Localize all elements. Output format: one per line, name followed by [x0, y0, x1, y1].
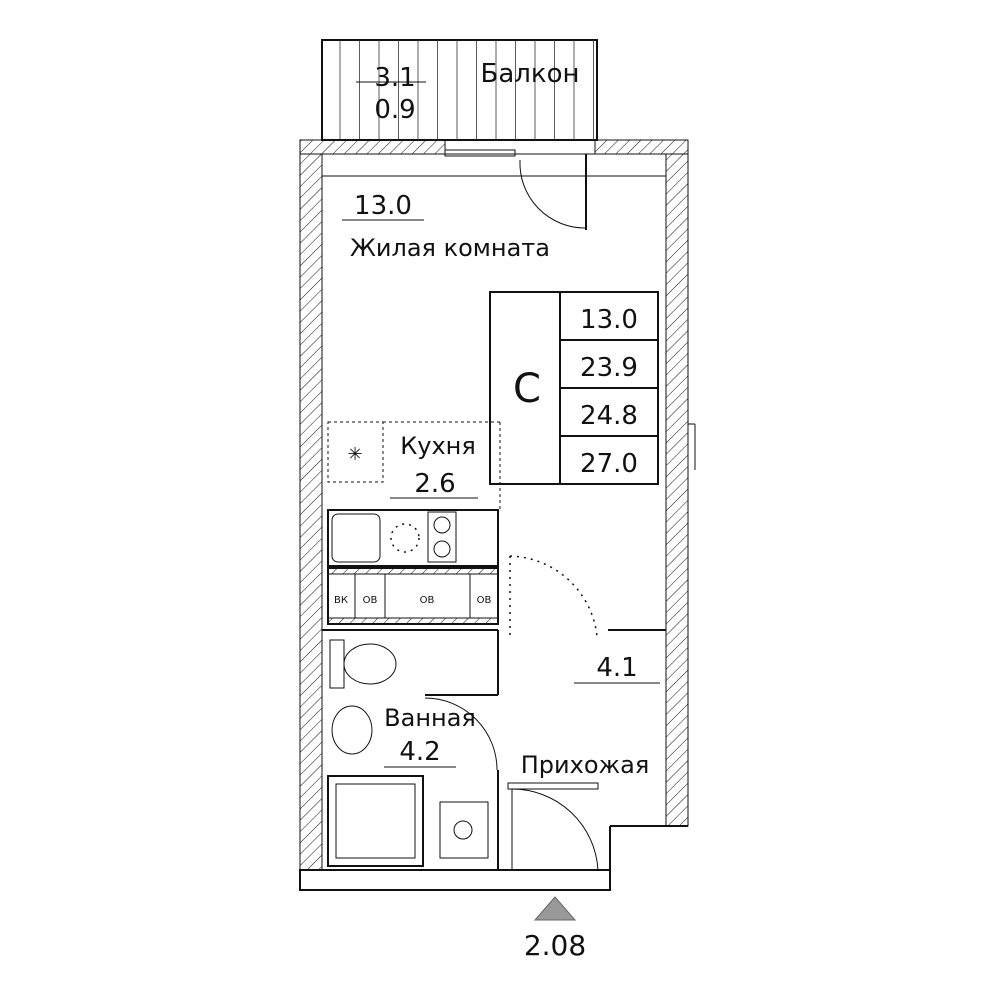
total-area-value: 23.9	[580, 353, 638, 383]
balcony-area-reduced: 0.9	[374, 95, 415, 125]
kitchen-label: Кухня	[400, 432, 476, 460]
kitchen-area-value: 2.6	[414, 469, 455, 499]
shower-icon	[327, 775, 424, 867]
bathroom-area-value: 4.2	[399, 737, 440, 767]
balcony-label: Балкон	[481, 59, 580, 89]
bathroom-label: Ванная	[384, 704, 476, 732]
ceiling-height-label: 2.08	[524, 929, 586, 962]
hallway-area: 4.1	[596, 653, 637, 683]
stove-icon	[427, 511, 457, 563]
hallway-label: Прихожая	[521, 751, 650, 779]
door-swing	[509, 555, 598, 637]
sink-icon	[331, 513, 381, 563]
living-area-value: 13.0	[580, 305, 638, 335]
washing-machine-icon	[390, 523, 420, 553]
entrance-door[interactable]	[511, 788, 599, 871]
bathroom-area	[322, 629, 499, 870]
gross-area-value: 27.0	[580, 449, 638, 479]
bathroom-door	[424, 697, 498, 771]
kitchen-area: ✳	[327, 421, 501, 567]
balcony-area-total: 3.1	[374, 63, 415, 93]
balcony	[299, 39, 689, 157]
water-riser-label: ВК	[334, 595, 348, 606]
vent-label: ОВ	[363, 595, 378, 606]
washer-icon	[439, 801, 489, 859]
vent-label: ОВ	[477, 595, 492, 606]
apartment-type: С	[513, 366, 541, 412]
utility-shafts: ВК ОВ ОВ ОВ	[327, 567, 499, 625]
vent-label: ОВ	[420, 595, 435, 606]
toilet-icon	[329, 639, 345, 689]
entrance-arrow-icon	[533, 896, 577, 921]
total-with-balcony-value: 24.8	[580, 401, 638, 431]
balcony-door	[519, 159, 587, 229]
washbasin-icon	[331, 705, 373, 755]
living-room-label: Жилая комната	[350, 234, 550, 262]
exterior-walls	[299, 153, 689, 891]
summary-box: С 13.0 23.9 24.8 27.0	[489, 291, 659, 485]
hood-icon: ✳	[347, 444, 362, 465]
living-room-area: 13.0	[354, 191, 412, 221]
